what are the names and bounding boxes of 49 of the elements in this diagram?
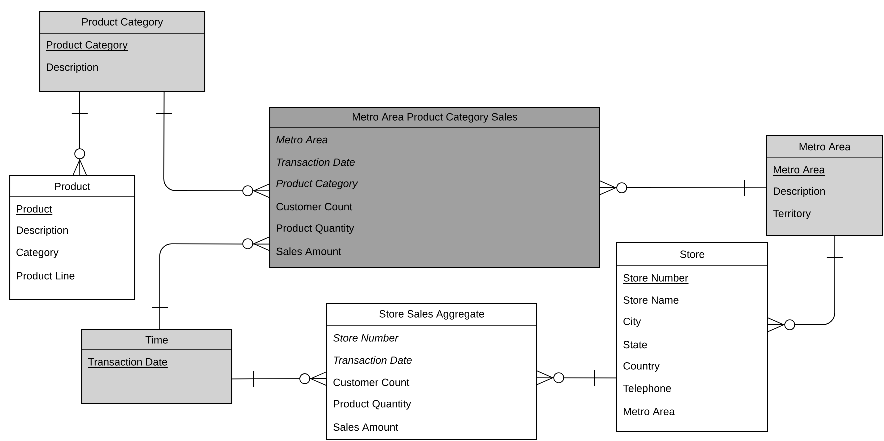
attribute-text: Store Name: [624, 296, 679, 304]
entity-title: Store Sales Aggregate: [380, 310, 484, 320]
relationship-line: [232, 370, 328, 388]
relationship-line: [71, 92, 88, 176]
entity-box: [326, 304, 538, 440]
entity-title: Metro Area: [800, 143, 851, 151]
attribute-text: Metro Area: [276, 136, 328, 144]
entity-box: [82, 330, 232, 404]
attribute-text: Transaction Date: [334, 356, 412, 364]
entity-box: [616, 242, 768, 432]
relationship-line: [536, 369, 617, 386]
entity-title: Store: [680, 250, 705, 258]
attribute-text: Description: [774, 187, 826, 198]
attribute-text: City: [624, 318, 642, 328]
relationship-line: [152, 236, 270, 330]
attribute-text: Metro Area: [624, 408, 676, 416]
attribute-text: Customer Count: [276, 203, 353, 211]
key-attribute: Product: [16, 205, 53, 216]
attribute-text: Product Quantity: [334, 400, 412, 410]
attribute-text: Customer Count: [334, 378, 410, 386]
attribute-text: Territory: [773, 210, 812, 220]
relationship-line: [156, 92, 270, 198]
entity-box: [270, 108, 600, 268]
attribute-text: Product Quantity: [277, 224, 354, 234]
attribute-text: Sales Amount: [334, 423, 398, 432]
attribute-text: Sales Amount: [276, 248, 342, 256]
relationship-line: [768, 236, 844, 332]
key-attribute: Product Category: [46, 41, 129, 52]
entity-box: [40, 12, 206, 92]
entity-title: Product Category: [82, 18, 164, 28]
attribute-text: Telephone: [623, 384, 672, 394]
attribute-text: Store Number: [334, 334, 399, 342]
entity-title: Metro Area Product Category Sales: [353, 113, 518, 123]
entity-title: Product: [55, 182, 91, 190]
key-attribute: Transaction Date: [88, 358, 168, 368]
entity-box: [10, 176, 136, 300]
attribute-text: Country: [624, 362, 660, 372]
attribute-text: Description: [47, 63, 98, 74]
attribute-text: Description: [17, 226, 68, 236]
attribute-text: Category: [16, 248, 59, 258]
relationship-line: [600, 180, 767, 196]
attribute-text: Product Category: [276, 180, 358, 190]
key-attribute: Metro Area: [772, 166, 826, 176]
entity-title: Time: [146, 336, 168, 344]
key-attribute: Store Number: [622, 274, 690, 284]
attribute-text: Transaction Date: [277, 158, 355, 166]
attribute-text: State: [624, 341, 648, 349]
entity-box: [766, 136, 884, 236]
attribute-text: Product Line: [17, 272, 75, 280]
